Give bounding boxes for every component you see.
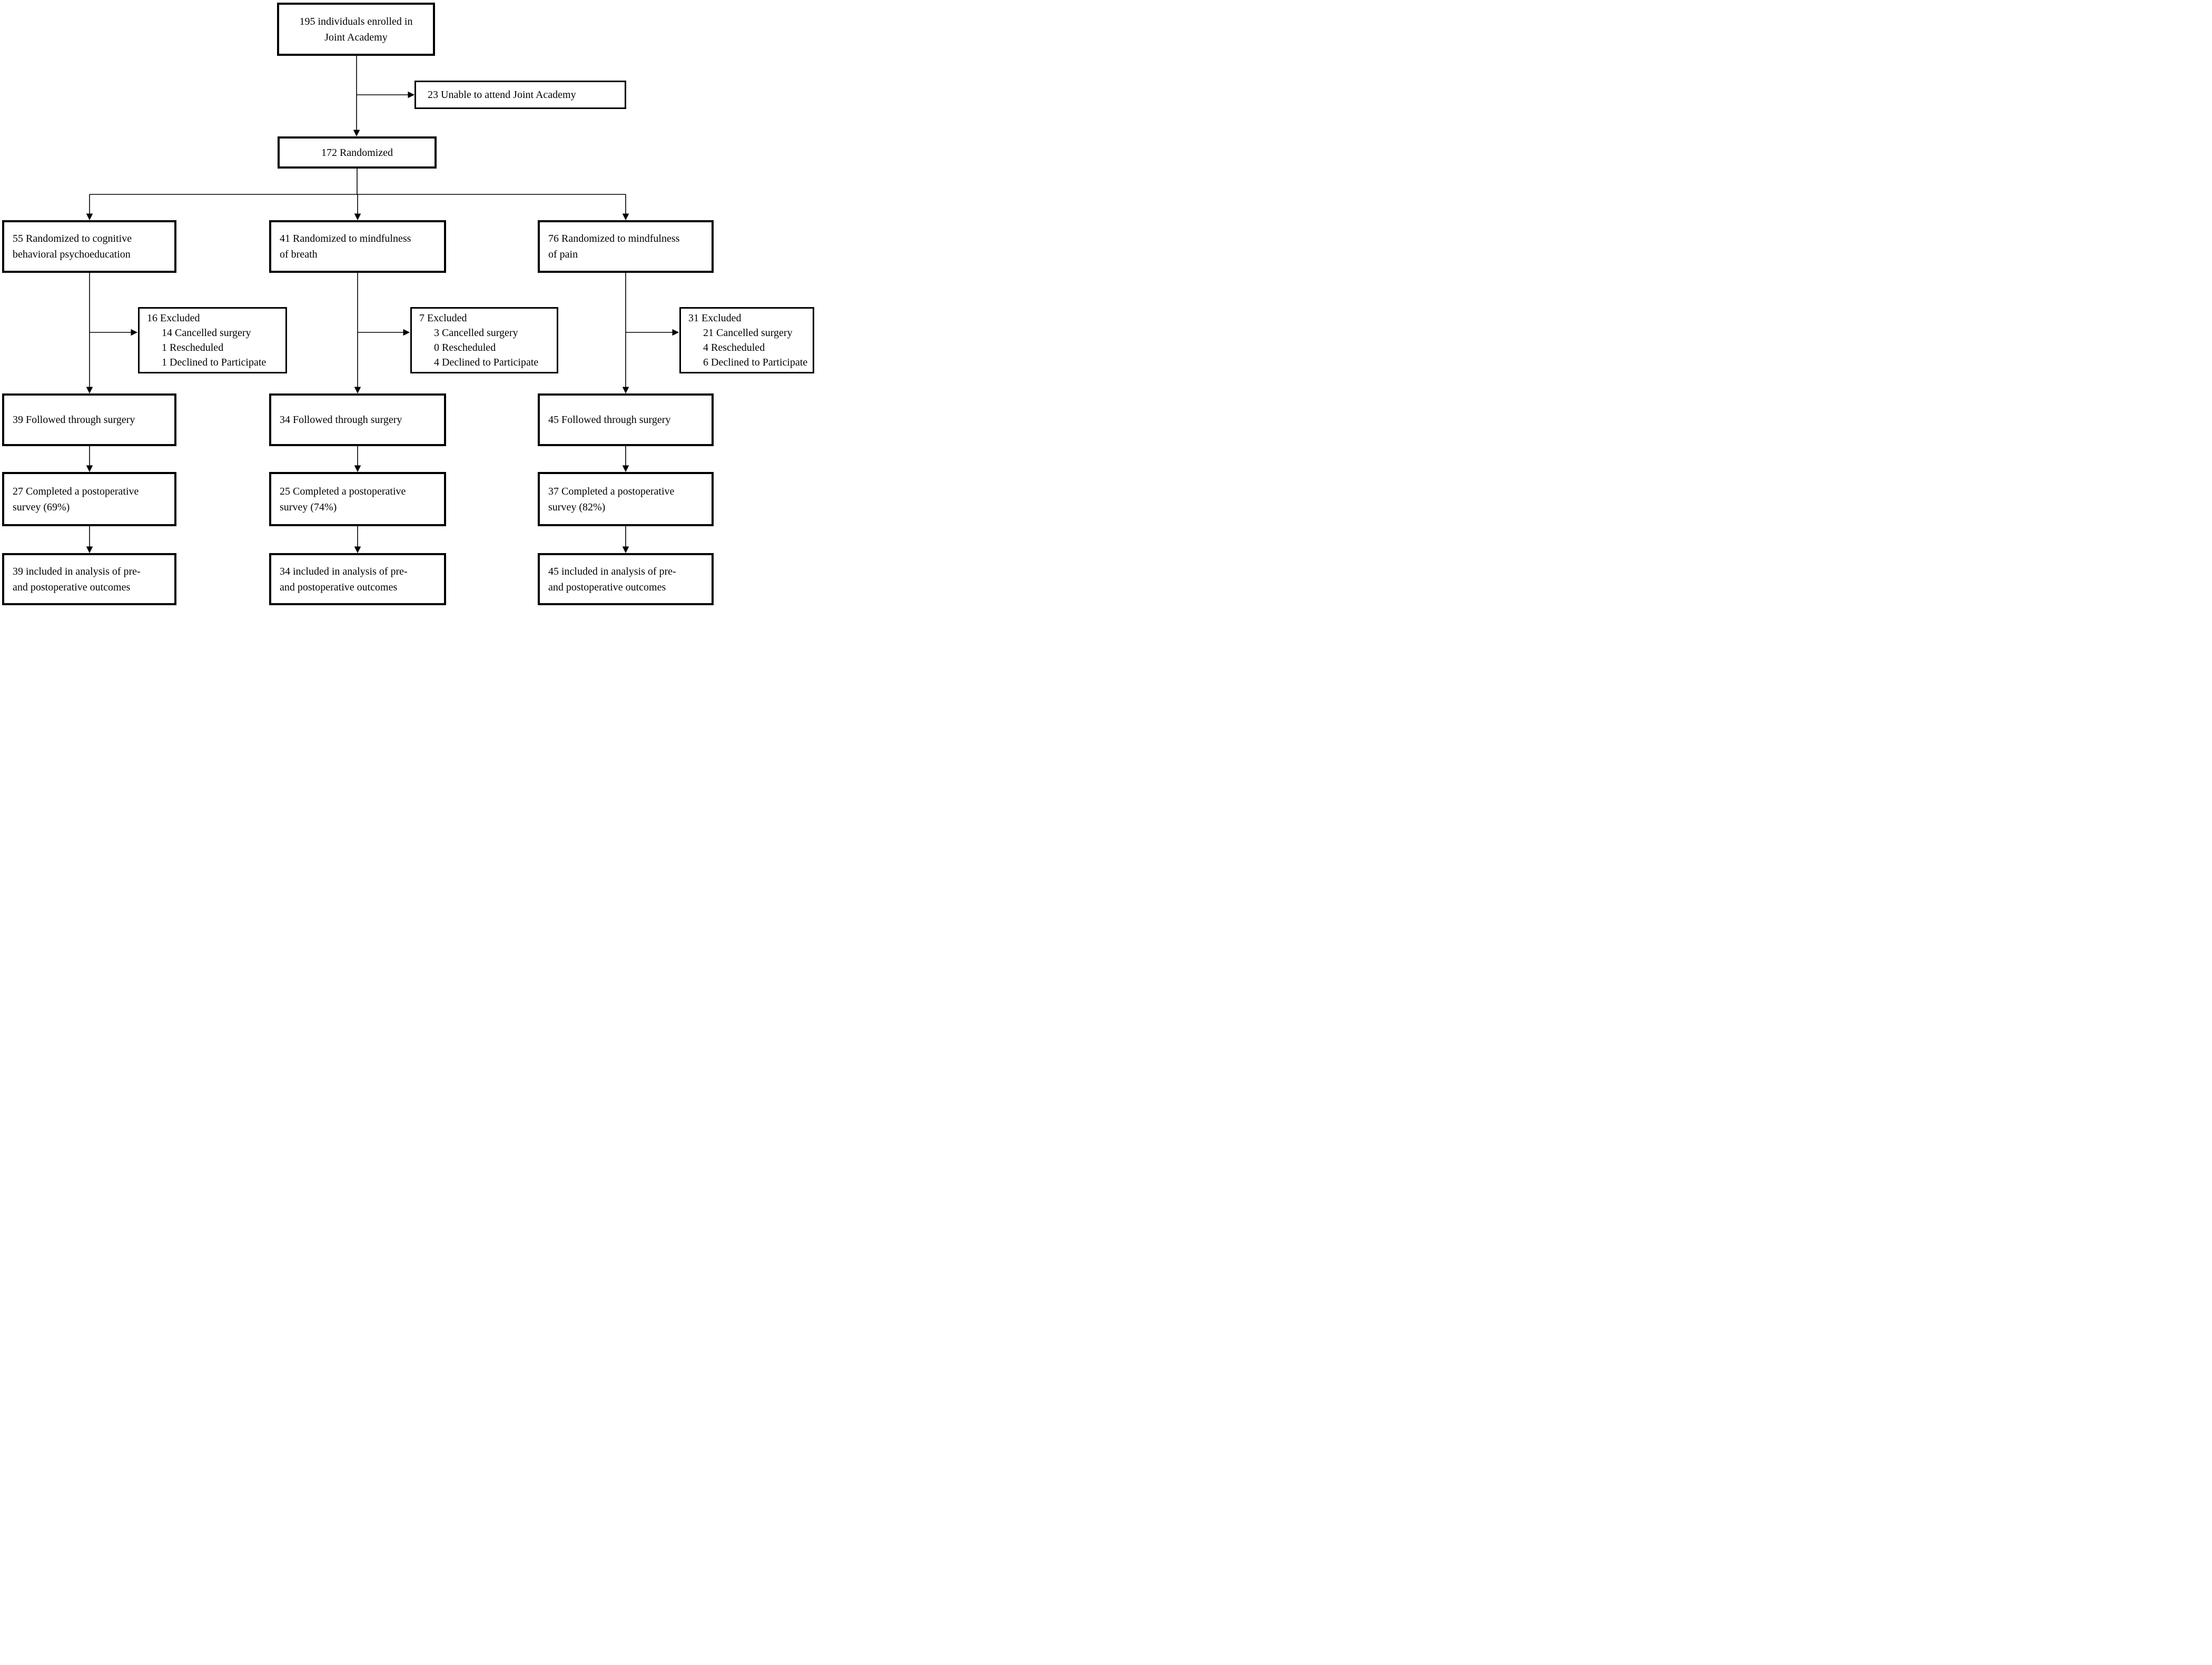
excluded-breath-box: 7 Excluded 3 Cancelled surgery 0 Resched… [410, 307, 558, 373]
arrowhead-down [622, 465, 629, 472]
analysis-cbt-box: 39 included in analysis of pre- and post… [2, 553, 176, 605]
excluded-total: 31 Excluded [688, 312, 742, 324]
followed-cbt-box: 39 Followed through surgery [2, 393, 176, 446]
arm-breath-box: 41 Randomized to mindfulness of breath [269, 220, 446, 273]
excluded-reason: 1 Rescheduled [162, 342, 224, 353]
excluded-cbt-box: 16 Excluded 14 Cancelled surgery 1 Resch… [138, 307, 287, 373]
enrolled-label: 195 individuals enrolled in Joint Academ… [299, 15, 413, 43]
followed-breath-box: 34 Followed through surgery [269, 393, 446, 446]
connector-enrolled-to-randomized [353, 56, 415, 137]
completed-breath-label: 25 Completed a postoperative survey (74%… [280, 485, 406, 513]
completed-cbt-label: 27 Completed a postoperative survey (69%… [13, 485, 139, 513]
arrowhead-down [622, 387, 629, 394]
followed-pain-box: 45 Followed through surgery [538, 393, 714, 446]
arrowhead-down [622, 546, 629, 554]
arrowhead-down [354, 213, 361, 221]
arrowhead-down [354, 387, 361, 394]
arm-pain-label: 76 Randomized to mindfulness of pain [548, 233, 680, 260]
excluded-reason: 0 Rescheduled [434, 342, 496, 353]
arm-cbt-label: 55 Randomized to cognitive behavioral ps… [13, 233, 132, 260]
completed-breath-box: 25 Completed a postoperative survey (74%… [269, 472, 446, 526]
followed-cbt-label: 39 Followed through surgery [13, 414, 135, 426]
arrowhead-down [353, 130, 360, 137]
arm-breath-label: 41 Randomized to mindfulness of breath [280, 233, 411, 260]
unable-to-attend-box: 23 Unable to attend Joint Academy [414, 81, 626, 109]
consort-flow-diagram: 195 individuals enrolled in Joint Academ… [0, 0, 814, 613]
analysis-breath-box: 34 included in analysis of pre- and post… [269, 553, 446, 605]
arrowhead-down [86, 546, 93, 554]
arrowhead-right [672, 329, 679, 336]
arrowhead-down [86, 387, 93, 394]
arrowhead-down [354, 465, 361, 472]
arrowhead-down [86, 465, 93, 472]
analysis-breath-label: 34 included in analysis of pre- and post… [280, 565, 408, 593]
excluded-reason: 1 Declined to Participate [162, 357, 266, 368]
arm-cbt-box: 55 Randomized to cognitive behavioral ps… [2, 220, 176, 273]
excluded-reason: 4 Rescheduled [703, 342, 765, 353]
analysis-pain-label: 45 included in analysis of pre- and post… [548, 565, 676, 593]
arrowhead-right [408, 91, 415, 98]
arm-pain-box: 76 Randomized to mindfulness of pain [538, 220, 714, 273]
connector-arms-to-followed [86, 273, 679, 394]
excluded-total: 16 Excluded [147, 312, 200, 324]
arrowhead-right [403, 329, 410, 336]
followed-pain-label: 45 Followed through surgery [548, 414, 671, 426]
arrowhead-right [131, 329, 138, 336]
randomized-box: 172 Randomized [278, 136, 437, 169]
completed-pain-box: 37 Completed a postoperative survey (82%… [538, 472, 714, 526]
randomized-label: 172 Randomized [321, 146, 393, 159]
analysis-pain-box: 45 included in analysis of pre- and post… [538, 553, 714, 605]
connector-completed-to-analysis [86, 526, 629, 554]
completed-cbt-box: 27 Completed a postoperative survey (69%… [2, 472, 176, 526]
excluded-reason: 3 Cancelled surgery [434, 327, 518, 339]
connector-randomized-to-arms [86, 169, 629, 221]
excluded-pain-box: 31 Excluded 21 Cancelled surgery 4 Resch… [679, 307, 814, 373]
excluded-reason: 4 Declined to Participate [434, 357, 539, 368]
analysis-cbt-label: 39 included in analysis of pre- and post… [13, 565, 141, 593]
excluded-total: 7 Excluded [419, 312, 467, 324]
arrowhead-down [354, 546, 361, 554]
excluded-reason: 14 Cancelled surgery [162, 327, 251, 339]
arrowhead-down [86, 213, 93, 221]
connector-followed-to-completed [86, 446, 629, 472]
completed-pain-label: 37 Completed a postoperative survey (82%… [548, 485, 675, 513]
excluded-reason: 21 Cancelled surgery [703, 327, 793, 339]
flow-connectors [86, 56, 679, 554]
arrowhead-down [622, 213, 629, 221]
enrolled-box: 195 individuals enrolled in Joint Academ… [277, 3, 435, 56]
followed-breath-label: 34 Followed through surgery [280, 414, 402, 426]
excluded-reason: 6 Declined to Participate [703, 357, 808, 368]
unable-to-attend-label: 23 Unable to attend Joint Academy [428, 89, 576, 101]
